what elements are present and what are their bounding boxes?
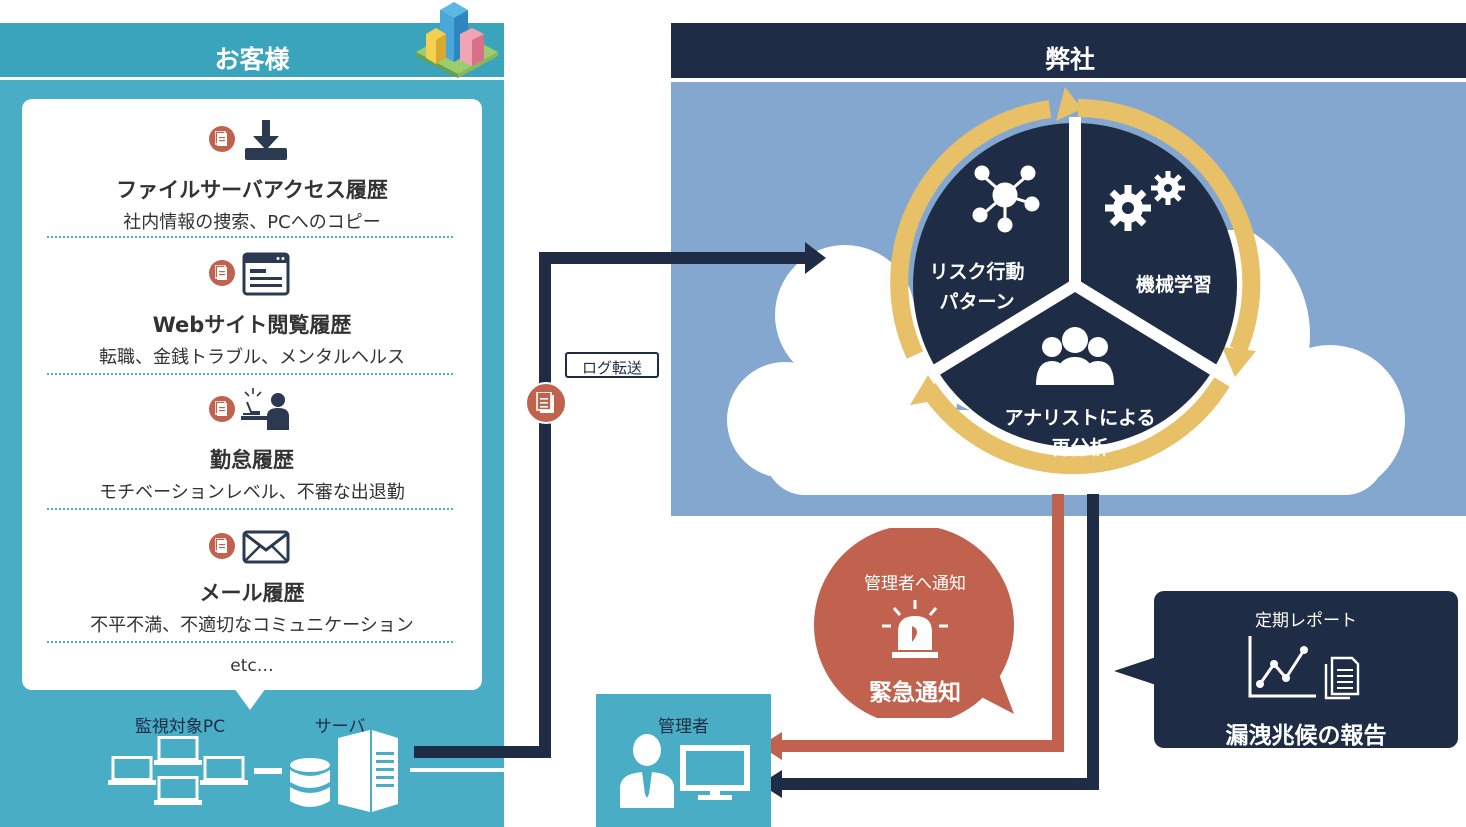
document-icon [1324, 656, 1360, 700]
segment-risk-label: パターン [939, 291, 1015, 313]
laptop-icon [200, 756, 248, 785]
laptop-icon [108, 756, 156, 785]
report-title: 漏洩兆候の報告 [1225, 723, 1387, 749]
line-chart-icon [1248, 636, 1316, 698]
log-desc: モチベーションレベル、不審な出退勤 [99, 482, 405, 503]
database-icon [290, 758, 330, 807]
worker-icon [241, 388, 289, 430]
transfer-label-box [565, 352, 659, 378]
pc-label: 監視対象PC [134, 717, 226, 737]
admin-person-icon [620, 734, 674, 808]
dotted-divider [47, 373, 453, 375]
laptop-icon [154, 736, 202, 765]
people-icon [1036, 327, 1114, 385]
log-title: ファイルサーバアクセス履歴 [116, 178, 388, 202]
report-subtitle: 定期レポート [1255, 611, 1357, 631]
server-icon [338, 730, 398, 812]
segment-analyst-label: 再分析 [1051, 437, 1109, 459]
siren-icon [882, 600, 948, 658]
log-desc: 不平不満、不適切なコミュニケーション [90, 615, 414, 636]
segment-analyst-label: アナリストによる [1004, 407, 1156, 429]
pc-server-link [254, 768, 282, 774]
envelope-icon [242, 530, 290, 564]
network-icon [972, 165, 1040, 233]
company-title: 弊社 [1044, 45, 1095, 74]
server-label: サーバ [314, 717, 366, 737]
monitor-icon [680, 745, 750, 800]
laptop-icon [154, 776, 202, 805]
report-bubble [1154, 591, 1458, 748]
segment-ml-label: 機械学習 [1135, 274, 1212, 296]
alert-title: 緊急通知 [869, 680, 961, 706]
alert-subtitle: 管理者へ通知 [864, 574, 966, 594]
customer-title: お客様 [214, 45, 290, 74]
dotted-divider [47, 641, 453, 643]
log-desc: 転職、金銭トラブル、メンタルヘルス [99, 347, 405, 368]
download-icon [245, 120, 287, 160]
dotted-divider [47, 236, 453, 238]
log-title: 勤怠履歴 [210, 448, 294, 472]
office-building-icon [416, 2, 498, 78]
analysis-cycle [890, 87, 1261, 475]
segment-risk-label: リスク行動 [929, 261, 1025, 283]
gears-icon [1105, 171, 1185, 231]
log-desc: 社内情報の捜索、PCへのコピー [123, 212, 381, 233]
log-title: Webサイト閲覧履歴 [152, 313, 352, 337]
etc-label: etc… [230, 656, 274, 676]
transfer-label: ログ転送 [581, 359, 642, 377]
log-title: メール履歴 [199, 581, 305, 605]
log-card [22, 99, 482, 690]
admin-label: 管理者 [658, 717, 709, 737]
browser-icon [242, 252, 290, 296]
dotted-divider [47, 508, 453, 510]
company-header [671, 23, 1466, 78]
